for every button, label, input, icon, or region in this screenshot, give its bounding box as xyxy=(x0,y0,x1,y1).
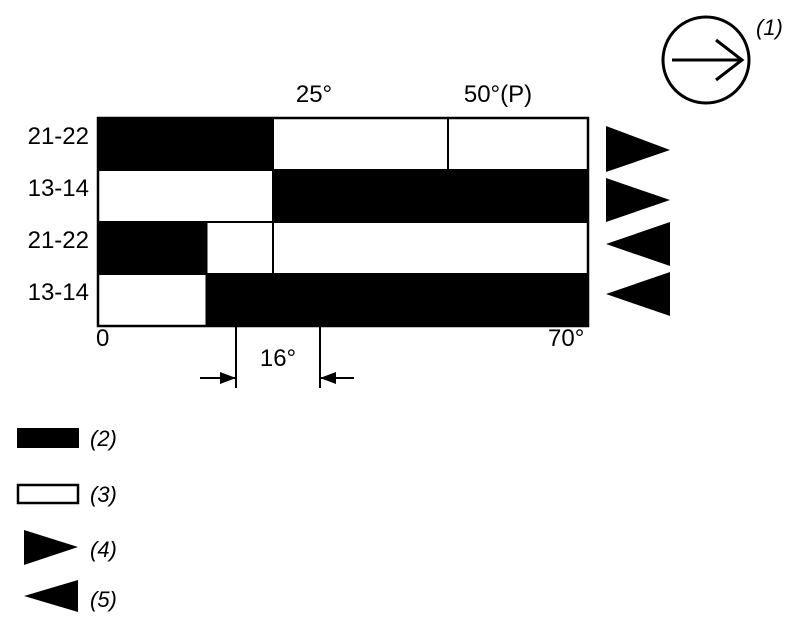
row-2-triangle-right-icon xyxy=(606,178,670,222)
legend-white-bar-icon xyxy=(16,483,80,505)
scale-start-label: 0 xyxy=(96,325,109,352)
row-2-segment-2-closed xyxy=(272,169,589,223)
row-3-triangle-left-icon xyxy=(606,222,670,266)
dimension-arrow-right-icon xyxy=(320,372,336,384)
legend-label-3: (3) xyxy=(90,482,117,507)
legend-label-2: (2) xyxy=(90,426,117,451)
bars-frame xyxy=(96,116,590,328)
row-1-segment-1-closed xyxy=(97,117,274,171)
legend-label-4: (4) xyxy=(90,537,117,562)
top-tick-label-25: 25° xyxy=(296,81,332,108)
row-3-segment-1-closed xyxy=(97,221,208,275)
row-1-segment-2-open xyxy=(272,117,589,171)
row-label-1: 21-22 xyxy=(28,123,89,150)
legend-label-5: (5) xyxy=(90,587,117,612)
row-2-segment-1-open xyxy=(97,169,274,223)
row-4-triangle-left-icon xyxy=(606,272,670,316)
row-3-segment-2-open xyxy=(205,221,589,275)
legend-black-bar-icon xyxy=(17,428,79,448)
dimension-16 xyxy=(200,318,354,388)
row-label-4: 13-14 xyxy=(28,279,89,306)
dimension-label: 16° xyxy=(260,345,296,372)
direction-symbol-label: (1) xyxy=(756,15,783,40)
legend: (2) (3) (4) (5) xyxy=(16,426,117,612)
rotation-direction-symbol xyxy=(661,15,751,105)
row-4-segment-1-open xyxy=(97,273,208,327)
top-tick-label-50: 50°(P) xyxy=(464,81,532,108)
row-4-segment-2-closed xyxy=(205,273,589,327)
row-1-triangle-right-icon xyxy=(606,126,670,172)
scale-end-label: 70° xyxy=(548,325,584,352)
row-label-3: 21-22 xyxy=(28,227,89,254)
legend-triangle-right-icon xyxy=(24,530,78,565)
dimension-arrow-left-icon xyxy=(220,372,236,384)
timing-bars xyxy=(96,116,590,328)
row-label-2: 13-14 xyxy=(28,175,89,202)
legend-triangle-left-icon xyxy=(24,580,78,612)
